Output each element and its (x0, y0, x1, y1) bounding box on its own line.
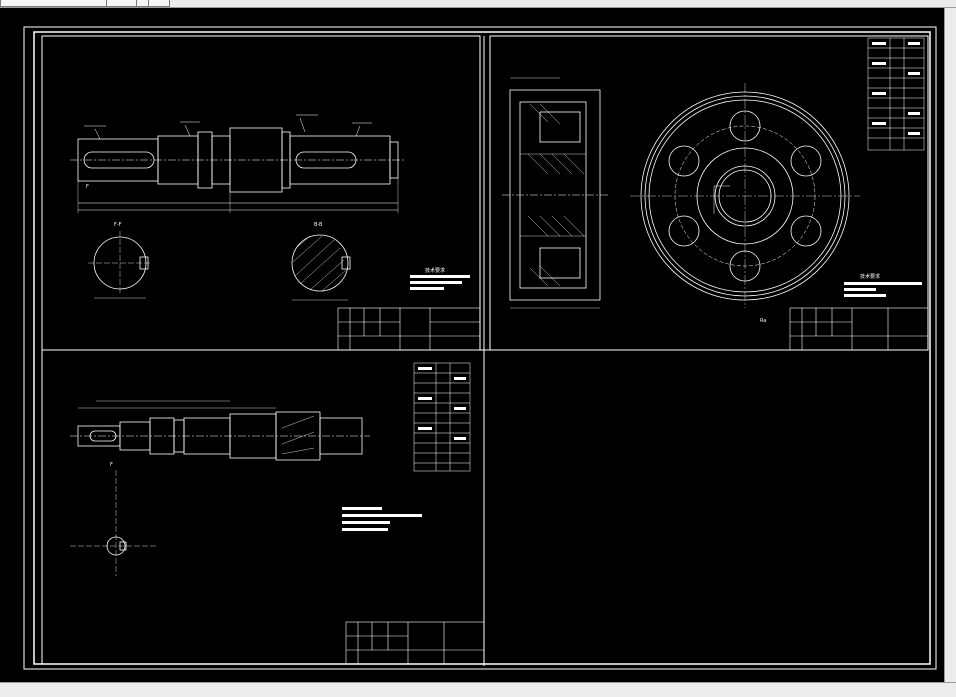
horizontal-scrollbar[interactable] (0, 682, 956, 697)
shaft-labels: F-F B-B F (86, 184, 323, 228)
gear-notes-block (844, 282, 922, 297)
sheet-outer-border (23, 26, 937, 670)
panel-shaft-frame (41, 35, 481, 351)
window-tab[interactable] (0, 0, 108, 7)
view-mark: F (110, 462, 113, 468)
section-label-ff: F-F (114, 222, 122, 228)
toolbar-button[interactable] (106, 0, 138, 7)
gear-table-cells (872, 42, 920, 135)
roughness-mark: Ra (760, 318, 766, 324)
gear-note-heading: 技术要求 (860, 273, 880, 280)
panel-gear-shaft-frame (41, 349, 485, 665)
sheet-inner-border (33, 31, 931, 665)
gear-parameter-table (867, 37, 925, 151)
shaft-note-heading: 技术要求 (425, 267, 445, 274)
gear-drawing (502, 77, 860, 309)
gear-shaft-parameter-table (413, 362, 471, 472)
vertical-scrollbar[interactable] (944, 8, 956, 682)
shaft-drawing (70, 114, 405, 301)
panel-gear-frame (489, 35, 929, 351)
shaft-title-block (337, 307, 481, 351)
gear-shaft-title-block (345, 621, 485, 665)
gear-title-block (789, 307, 929, 351)
section-label-bb: B-B (314, 222, 323, 228)
top-toolbar (0, 0, 956, 8)
cad-drawing: F-F B-B F 技术要求 (23, 26, 937, 670)
toolbar-button[interactable] (148, 0, 170, 7)
gear-shaft-notes-block (342, 507, 422, 531)
gear-shaft-drawing (70, 400, 370, 576)
gear-shaft-table-cells (418, 367, 466, 440)
view-mark: F (86, 184, 89, 190)
shaft-notes-block (410, 275, 470, 290)
drawing-canvas[interactable]: F-F B-B F 技术要求 (0, 8, 944, 682)
